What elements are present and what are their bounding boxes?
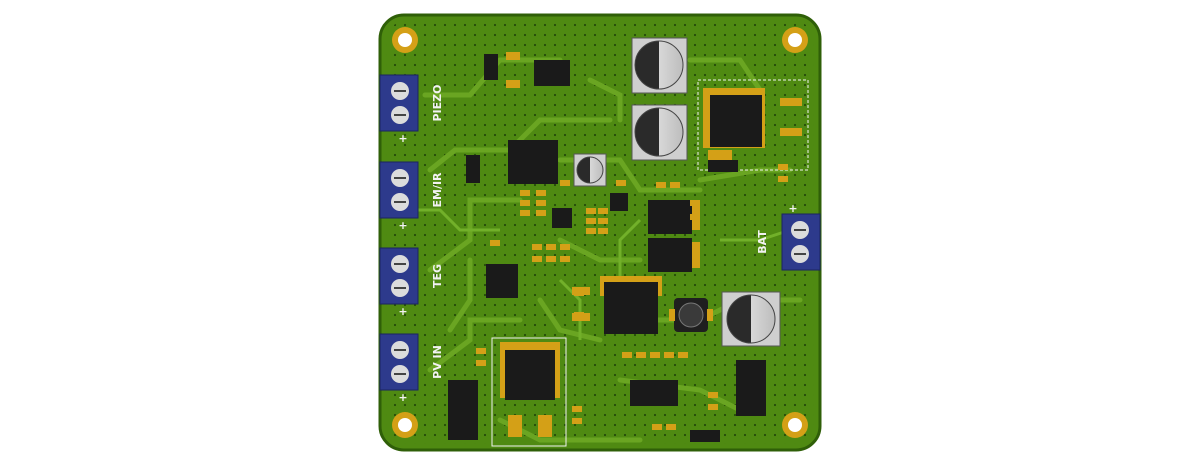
ic-chip-icon xyxy=(648,238,700,272)
capacitor-icon xyxy=(573,153,607,187)
label-piezo: PIEZO xyxy=(431,85,444,122)
terminal-block-icon xyxy=(379,161,419,219)
capacitor-icon xyxy=(721,291,781,347)
ic-chip-icon xyxy=(610,193,628,211)
silk-outline-reg-bottom xyxy=(491,337,567,447)
mounting-hole-icon xyxy=(392,27,418,53)
capacitor-icon xyxy=(631,37,688,94)
ic-chip-icon xyxy=(708,160,738,172)
thin-traces xyxy=(400,208,791,340)
ic-chip-icon xyxy=(552,208,572,228)
ic-chip-icon xyxy=(500,342,560,437)
label-pv-in: PV IN xyxy=(431,345,444,379)
ic-chip-icon xyxy=(466,155,480,183)
ic-chip-icon xyxy=(486,264,518,298)
plus-marker-bat: + xyxy=(788,202,797,215)
terminal-block-icon xyxy=(781,213,821,271)
mounting-hole-icon xyxy=(782,412,808,438)
ic-chip-icon xyxy=(630,380,678,406)
smd-passives xyxy=(476,52,788,430)
plus-marker-piezo: + xyxy=(398,132,407,145)
plus-marker-pv-in: + xyxy=(398,391,407,404)
label-bat: BAT xyxy=(756,230,769,254)
terminal-block-icon xyxy=(379,74,419,132)
terminal-block-icon xyxy=(379,333,419,391)
ic-chip-icon xyxy=(572,276,662,334)
label-em-ir: EM/IR xyxy=(431,172,444,208)
terminal-block-icon xyxy=(379,247,419,305)
ic-chip-icon xyxy=(736,360,766,416)
mounting-hole-icon xyxy=(782,27,808,53)
plus-marker-em-ir: + xyxy=(398,219,407,232)
ic-chip-icon xyxy=(703,88,802,160)
silk-outline-reg-top xyxy=(697,79,809,171)
ic-chip-icon xyxy=(690,430,720,442)
ic-chip-icon xyxy=(484,54,498,80)
label-teg: TEG xyxy=(431,264,444,288)
ic-chip-icon xyxy=(448,380,478,440)
ic-chip-icon xyxy=(508,140,558,184)
capacitor-icon xyxy=(631,104,688,161)
plus-marker-teg: + xyxy=(398,305,407,318)
inductor-icon xyxy=(669,298,713,332)
ic-chip-icon xyxy=(534,60,570,86)
mounting-hole-icon xyxy=(392,412,418,438)
